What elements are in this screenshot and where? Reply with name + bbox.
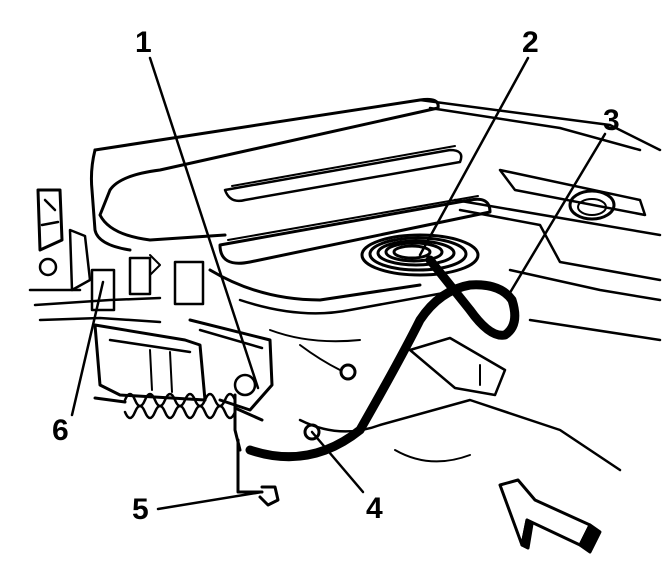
callout-2: 2: [522, 26, 539, 59]
leader-line-2: [418, 56, 530, 257]
leader-lines: [70, 56, 607, 511]
front-direction-arrow-icon: [498, 478, 602, 554]
leader-line-1: [148, 56, 260, 390]
brake-bracket: [93, 318, 274, 452]
callout-1: 1: [135, 26, 152, 59]
floor-pan: [89, 97, 662, 472]
callout-6: 6: [52, 414, 69, 447]
callout-5: 5: [132, 493, 149, 526]
return-spring: [93, 392, 264, 422]
leader-line-6: [70, 280, 105, 417]
leader-line-5: [156, 490, 264, 511]
callout-3: 3: [603, 104, 620, 137]
left-side-assembly: [28, 188, 205, 324]
callout-4: 4: [366, 492, 383, 525]
coiled-cable: [360, 233, 480, 277]
leader-line-3: [506, 132, 607, 298]
brake-cable: [245, 255, 520, 462]
retainer-clip: [236, 438, 280, 507]
leader-line-4: [310, 430, 365, 494]
